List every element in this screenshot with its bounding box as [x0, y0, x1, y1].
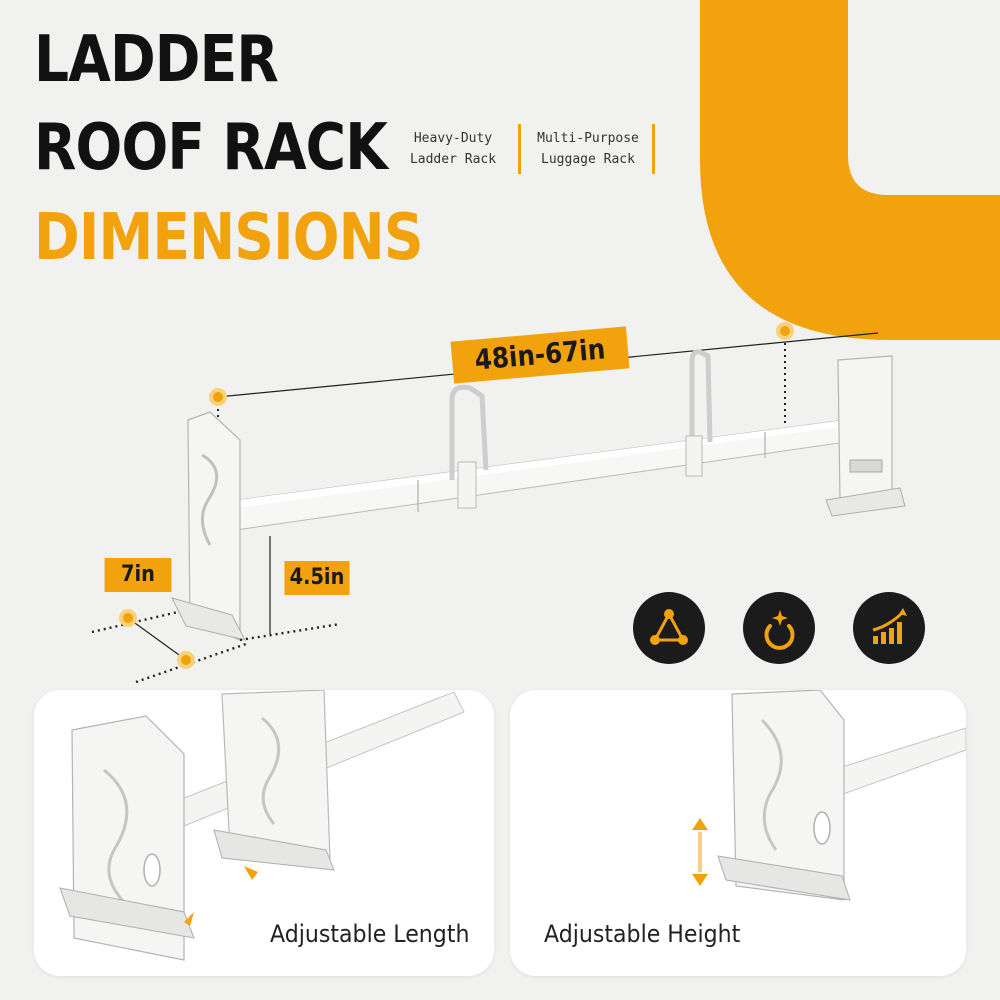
height-bracket-illustration [692, 690, 966, 901]
tag-heavy-duty-line1: Heavy-Duty [413, 131, 493, 146]
title-line-3: DIMENSIONS [34, 201, 423, 275]
tag-divider [652, 124, 655, 174]
orange-corner-shape [700, 0, 1000, 340]
dimension-depth-label: 7in [104, 558, 172, 592]
triangle-nodes-icon [633, 592, 705, 664]
panel-adjustable-length: Adjustable Length [34, 690, 494, 976]
moon-star-icon [743, 592, 815, 664]
growth-chart-icon [853, 592, 925, 664]
caption-adjustable-length: Adjustable Length [270, 920, 470, 948]
tag-heavy-duty-line2: Ladder Rack [409, 152, 497, 167]
caption-adjustable-height: Adjustable Height [544, 920, 741, 948]
tag-multi-purpose-line1: Multi-Purpose [537, 131, 639, 146]
dimension-height-label: 4.5in [284, 561, 350, 595]
roof-rack-illustration [91, 322, 906, 684]
title-line-2: ROOF RACK [34, 111, 388, 185]
tag-multi-purpose: Multi-Purpose Luggage Rack [536, 128, 640, 170]
tag-heavy-duty: Heavy-Duty Ladder Rack [408, 128, 498, 170]
length-bracket-illustration [59, 690, 465, 961]
title-line-1: LADDER [34, 23, 279, 97]
tag-divider [518, 124, 521, 174]
tag-multi-purpose-line2: Luggage Rack [541, 152, 635, 167]
panel-adjustable-height: Adjustable Height [510, 690, 966, 976]
